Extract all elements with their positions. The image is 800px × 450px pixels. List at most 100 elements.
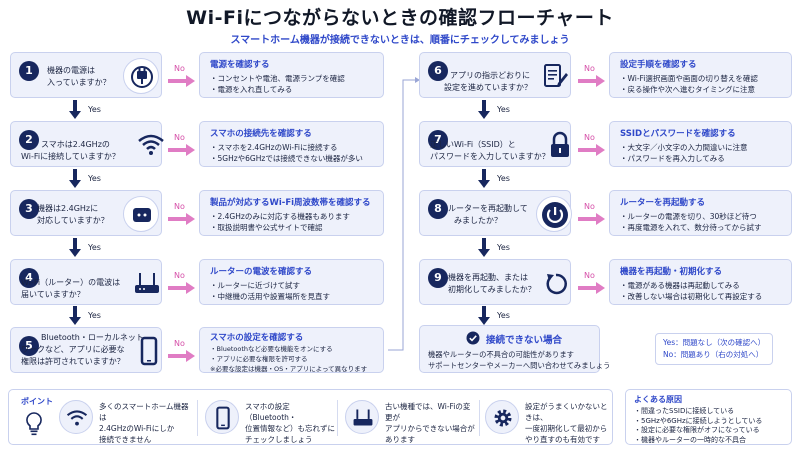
point-text-line: あります <box>385 435 415 444</box>
final-line: サポートセンターやメーカーへ問い合わせてみましょう <box>428 361 611 370</box>
wifi-icon <box>133 127 169 163</box>
solution-title: 製品が対応するWi-Fi周波数帯を確認する <box>210 198 371 208</box>
step-number: 6 <box>428 61 448 81</box>
final-line: 機器やルーターの不具合の可能性があります <box>428 350 574 359</box>
solution-item: ・スマホを2.4GHzのWi-Fiに接続する <box>210 143 338 152</box>
yes-label: Yes <box>497 105 510 114</box>
solution-item: ・電源がある機器は再起動してみる <box>620 281 740 290</box>
no-arrow-icon <box>578 75 605 87</box>
points-title: ポイント <box>21 397 53 406</box>
point-text-line: 位置情報など）も忘れずに <box>245 424 335 433</box>
solution-item: ・ルーターに近づけて試す <box>210 281 300 290</box>
step-number: 3 <box>19 199 39 219</box>
solution-item: ・再度電源を入れて、数分待ってから試す <box>620 223 762 232</box>
step-number: 4 <box>19 268 39 288</box>
step-1-box: 1 機器の電源は 入っていますか？ <box>10 52 162 98</box>
point-item: 多くのスマートホーム機器は 2.4GHzのWi-Fiにしか 接続できません <box>59 397 194 444</box>
no-label: No <box>174 133 185 142</box>
solution-item: ・パスワードを再入力してみる <box>620 154 725 163</box>
router-icon <box>129 265 165 301</box>
point-text-line: スマホの設定（Bluetooth・ <box>245 402 297 422</box>
step-4-question-line: Wi-Fi（ルーター）の電波は <box>21 278 121 287</box>
cause-item: ・5GHzや6GHzに接続しようとしている <box>634 416 763 425</box>
power-button-icon <box>536 196 572 232</box>
step-4-question-line: 届いていますか？ <box>21 290 85 299</box>
legend: Yes：問題なし（次の確認へ） No：問題あり（右の対処へ） <box>655 333 773 365</box>
solution-item: ※必要な設定は機器・OS・アプリによって異なります <box>210 365 368 373</box>
yes-arrow-icon <box>69 238 81 257</box>
step-7-box: 7 正しいWi-Fi（SSID）と パスワードを入力していますか？ <box>419 121 571 167</box>
step-number: 5 <box>19 336 39 356</box>
solution-title: 電源を確認する <box>210 60 270 70</box>
step-6-box: 6 アプリの指示どおりに 設定を進めていますか？ <box>419 52 571 98</box>
step-9-question-line: 初期化してみましたか？ <box>448 285 536 294</box>
step-2-question-line: Wi-Fiに接続していますか？ <box>21 152 120 161</box>
gear-icon <box>485 400 519 434</box>
check-circle-icon <box>466 331 480 345</box>
step-5-box: 5 Bluetooth・ローカルネット ワークなど、アプリに必要な 権限は許可さ… <box>10 327 162 373</box>
page-title: Wi-Fiにつながらないときの確認フローチャート <box>186 7 614 29</box>
yes-arrow-icon <box>69 100 81 119</box>
yes-label: Yes <box>497 243 510 252</box>
no-arrow-icon <box>578 144 605 156</box>
step-5-question-line: ワークなど、アプリに必要な <box>21 345 125 354</box>
device-icon <box>123 196 159 232</box>
solution-1-box: 電源を確認する ・コンセントや電池、電源ランプを確認 ・電源を入れ直してみる <box>199 52 384 98</box>
solution-3-box: 製品が対応するWi-Fi周波数帯を確認する ・2.4GHzのみに対応する機器もあ… <box>199 190 384 236</box>
solution-item: ・ルーターの電源を切り、30秒ほど待つ <box>620 212 757 221</box>
solution-item: ・中継機の活用や設置場所を見直す <box>210 292 330 301</box>
wifi-icon <box>59 400 93 434</box>
no-label: No <box>584 271 595 280</box>
point-text-line: 古い機種では、Wi-Fiの変更が <box>385 402 471 422</box>
divider <box>337 400 338 436</box>
point-text-line: チェックしましょう <box>245 435 313 444</box>
step-3-box: 3 機器は2.4GHzに 対応していますか？ <box>10 190 162 236</box>
point-text-line: 設定がうまくいかないときは、 <box>525 402 608 422</box>
yes-arrow-icon <box>69 169 81 188</box>
divider <box>479 400 480 436</box>
yes-arrow-icon <box>478 306 490 325</box>
step-number: 9 <box>428 268 448 288</box>
step-9-question-line: 機器を再起動、または <box>448 273 528 282</box>
solution-item: ・改善しない場合は初期化して再設定する <box>620 292 763 301</box>
step-3-question-line: 対応していますか？ <box>37 216 109 225</box>
step-number: 1 <box>19 61 39 81</box>
yes-arrow-icon <box>69 306 81 325</box>
legend-no: No：問題あり（右の対処へ） <box>663 350 764 359</box>
yes-arrow-icon <box>478 169 490 188</box>
solution-7-box: SSIDとパスワードを確認する ・大文字／小文字の入力間違いに注意 ・パスワード… <box>609 121 792 167</box>
step-8-question-line: みましたか？ <box>454 216 502 225</box>
step-2-box: 2 スマホは2.4GHzの Wi-Fiに接続していますか？ <box>10 121 164 167</box>
step-number: 7 <box>428 130 448 150</box>
cause-item: ・機器やルーターの一時的な不具合 <box>634 435 746 444</box>
solution-4-box: ルーターの電波を確認する ・ルーターに近づけて試す ・中継機の活用や設置場所を見… <box>199 259 384 305</box>
solution-item: ・Bluetoothなど必要な機能をオンにする <box>210 345 333 353</box>
solution-item: ・コンセントや電池、電源ランプを確認 <box>210 74 345 83</box>
cause-item: ・間違ったSSIDに接続している <box>634 407 735 415</box>
no-arrow-icon <box>168 282 195 294</box>
yes-arrow-icon <box>478 238 490 257</box>
yes-label: Yes <box>497 311 510 320</box>
page-subtitle: スマートホーム機器が接続できないときは、順番にチェックしてみましょう <box>230 35 570 46</box>
solution-item: ・取扱説明書や公式サイトで確認 <box>210 223 323 232</box>
point-item: 設定がうまくいかないときは、 一度初期化して最初から やり直すのも有効です <box>485 397 613 444</box>
step-4-box: 4 Wi-Fi（ルーター）の電波は 届いていますか？ <box>10 259 162 305</box>
yes-arrow-icon <box>478 100 490 119</box>
step-number: 8 <box>428 199 448 219</box>
common-causes-panel: よくある原因 ・間違ったSSIDに接続している ・5GHzや6GHzに接続しよう… <box>625 389 792 445</box>
lock-icon <box>542 127 578 163</box>
no-arrow-icon <box>168 75 195 87</box>
solution-item: ・5GHzや6GHzでは接続できない機器が多い <box>210 154 363 163</box>
no-arrow-icon <box>168 350 195 362</box>
solution-item: ・2.4GHzのみに対応する機器もあります <box>210 212 350 221</box>
lightbulb-icon <box>26 412 42 436</box>
no-arrow-icon <box>578 282 605 294</box>
power-plug-icon <box>123 58 159 94</box>
no-label: No <box>584 133 595 142</box>
solution-title: スマホの接続先を確認する <box>210 129 312 139</box>
step-number: 2 <box>19 130 39 150</box>
legend-yes: Yes：問題なし（次の確認へ） <box>663 338 766 347</box>
solution-9-box: 機器を再起動・初期化する ・電源がある機器は再起動してみる ・改善しない場合は初… <box>609 259 792 305</box>
points-panel: ポイント 多くのスマートホーム機器は 2.4GHzのWi-Fiにしか 接続できま… <box>8 389 613 445</box>
smartphone-icon <box>131 333 167 369</box>
